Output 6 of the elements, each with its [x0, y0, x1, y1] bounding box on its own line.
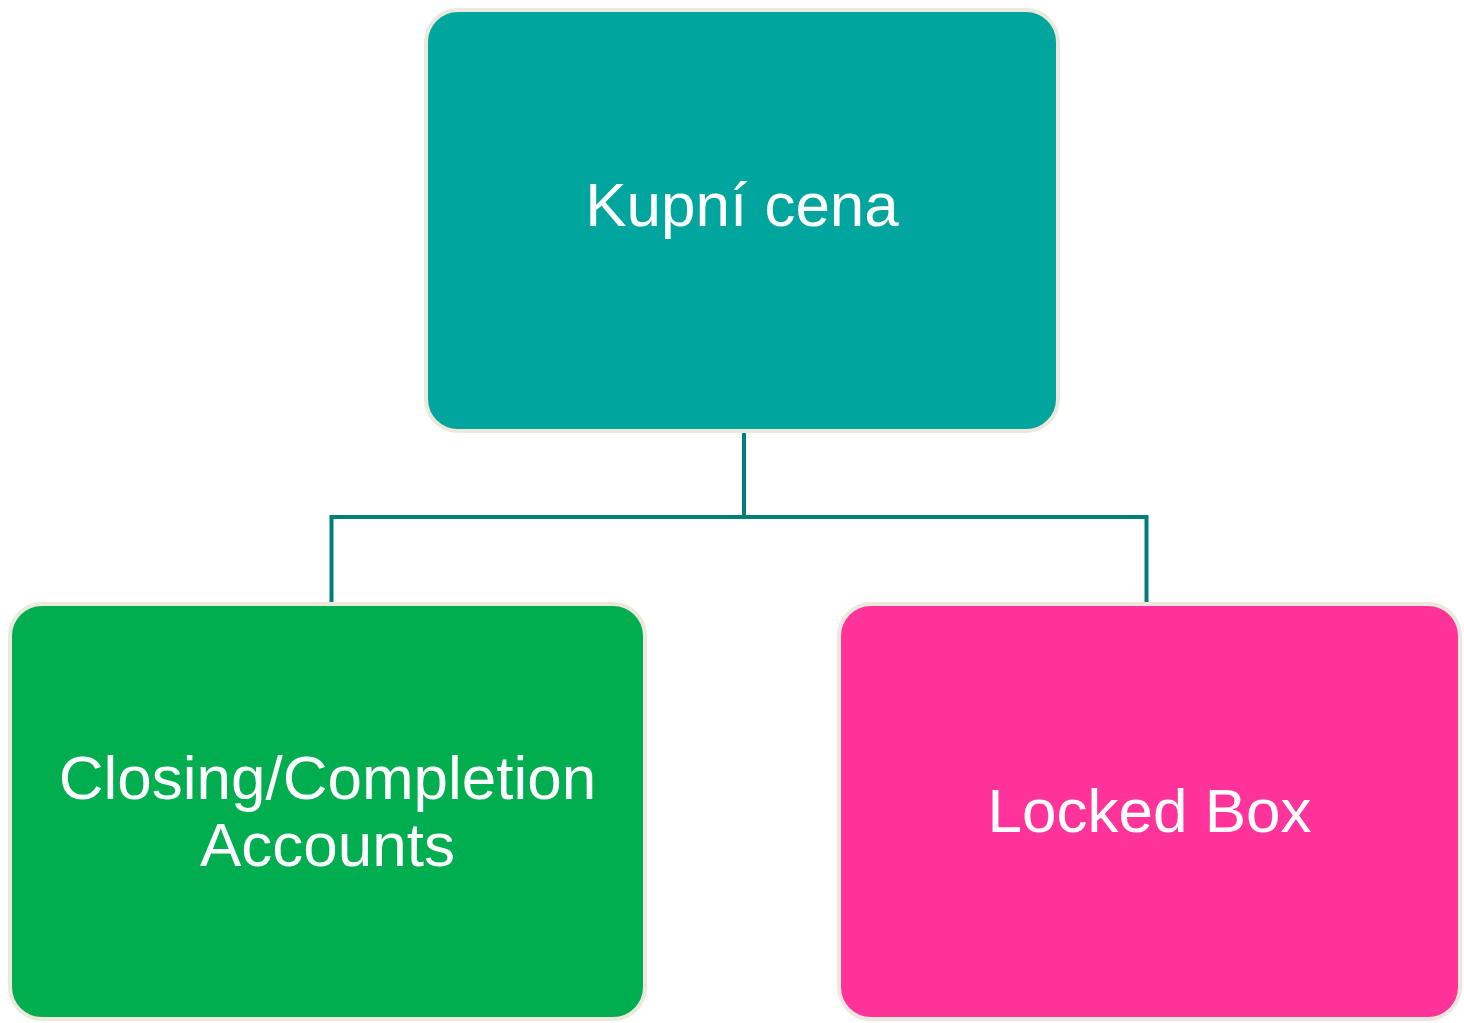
rounded-box	[8, 602, 647, 1021]
rounded-box	[424, 8, 1060, 433]
box-label: Kupní cena	[585, 172, 899, 239]
box-label: Closing/Completion Accounts	[57, 744, 598, 879]
rounded-box	[837, 602, 1462, 1021]
box-label: Locked Box	[987, 778, 1312, 845]
